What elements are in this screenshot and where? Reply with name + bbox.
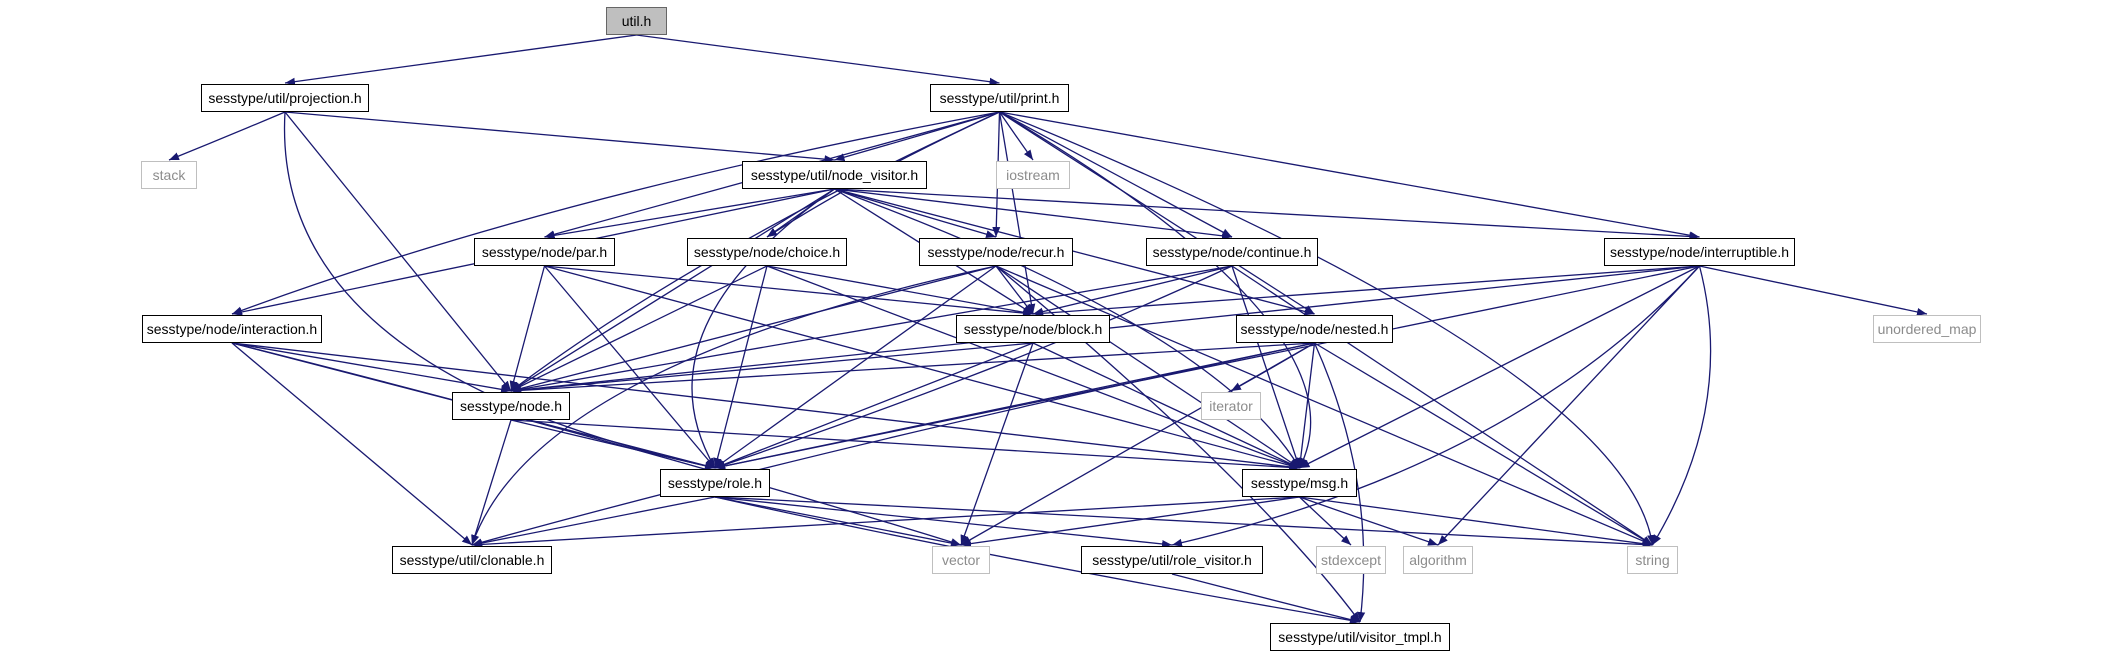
- edge-interruptible-to-unordered-map: [1699, 265, 1928, 316]
- edge-nested-to-string: [1314, 342, 1653, 546]
- node-iostream: iostream: [996, 161, 1070, 189]
- edge-node-to-msg: [510, 419, 1300, 472]
- edge-projection-to-node: [284, 111, 512, 392]
- edge-interaction-to-clonable: [231, 342, 473, 546]
- edge-block-to-role: [714, 342, 1034, 469]
- node-projection-h[interactable]: sesstype/util/projection.h: [201, 84, 369, 112]
- edge-nested-to-node: [510, 342, 1315, 395]
- edge-node-visitor-to-recur: [834, 188, 997, 239]
- edge-print-to-msg: [999, 111, 1312, 469]
- edge-continue-to-msg: [1231, 265, 1301, 469]
- node-recur-h[interactable]: sesstype/node/recur.h: [919, 238, 1073, 266]
- edge-msg-to-stdexcept: [1299, 496, 1352, 546]
- edge-recur-to-msg: [995, 265, 1300, 469]
- edge-role-to-string: [714, 496, 1653, 549]
- edge-print-to-interaction: [231, 111, 1000, 315]
- edge-msg-to-string: [1299, 496, 1653, 548]
- node-stdexcept: stdexcept: [1316, 546, 1386, 574]
- edge-print-to-continue: [999, 111, 1233, 238]
- edge-projection-to-role: [283, 111, 716, 470]
- edge-print-to-interruptible: [999, 111, 1700, 240]
- edge-choice-to-msg: [766, 265, 1300, 469]
- edge-block-to-vector: [960, 342, 1034, 546]
- edge-recur-to-role: [714, 265, 997, 469]
- edge-msg-to-clonable: [471, 496, 1300, 549]
- edge-recur-to-node: [510, 265, 997, 393]
- edge-print-to-string: [999, 111, 1655, 546]
- edge-par-to-role: [544, 265, 716, 469]
- node-continue-h[interactable]: sesstype/node/continue.h: [1146, 238, 1318, 266]
- edge-block-to-node: [510, 342, 1034, 395]
- edge-msg-to-algorithm: [1299, 496, 1439, 546]
- node-block-h[interactable]: sesstype/node/block.h: [956, 315, 1110, 343]
- node-msg-h[interactable]: sesstype/msg.h: [1242, 469, 1357, 497]
- edge-interruptible-to-block: [1032, 265, 1700, 318]
- edge-role-to-vector: [714, 496, 962, 548]
- edge-nested-to-clonable: [471, 342, 1315, 547]
- edge-interruptible-to-msg: [1299, 265, 1700, 469]
- edge-print-to-block: [998, 111, 1036, 315]
- edge-nested-to-vector: [960, 342, 1315, 546]
- edge-continue-to-block: [1032, 265, 1233, 316]
- edge-role-to-visitor-tmpl: [714, 496, 1361, 625]
- edge-nested-to-visitor-tmpl: [1313, 342, 1366, 623]
- node-util-h[interactable]: util.h: [606, 7, 667, 35]
- edge-interaction-to-msg: [231, 342, 1300, 471]
- edge-util-to-projection: [284, 34, 637, 86]
- edge-interruptible-to-role-visitor: [1171, 265, 1700, 547]
- edge-node-visitor-to-nested: [834, 188, 1315, 316]
- edge-role-to-clonable: [471, 496, 716, 548]
- node-node-h[interactable]: sesstype/node.h: [452, 392, 570, 420]
- node-role-h[interactable]: sesstype/role.h: [660, 469, 770, 497]
- edge-interaction-to-vector: [231, 342, 962, 546]
- edge-node-visitor-to-continue: [834, 188, 1233, 240]
- node-vector: vector: [932, 546, 990, 574]
- edge-node-to-clonable: [471, 419, 512, 546]
- node-stack: stack: [141, 161, 197, 189]
- node-interaction-h[interactable]: sesstype/node/interaction.h: [142, 315, 322, 343]
- edge-block-to-msg: [1032, 342, 1300, 469]
- edge-node-visitor-to-interruptible: [834, 188, 1700, 241]
- edge-projection-to-stack: [168, 111, 286, 161]
- edge-interruptible-to-string: [1651, 265, 1712, 546]
- node-print-h[interactable]: sesstype/util/print.h: [930, 84, 1069, 112]
- edge-role-to-role-visitor: [714, 496, 1173, 548]
- node-clonable-h[interactable]: sesstype/util/clonable.h: [392, 546, 552, 574]
- node-algorithm: algorithm: [1403, 546, 1473, 574]
- edge-recur-to-block: [995, 265, 1034, 315]
- node-string: string: [1627, 546, 1678, 574]
- edge-nested-to-msg: [1296, 342, 1316, 469]
- edge-continue-to-string: [1231, 265, 1653, 546]
- edge-node-to-role: [510, 419, 716, 470]
- node-nested-h[interactable]: sesstype/node/nested.h: [1236, 315, 1393, 343]
- edge-interruptible-to-algorithm: [1437, 265, 1700, 546]
- node-role-visitor-h[interactable]: sesstype/util/role_visitor.h: [1081, 546, 1263, 574]
- node-iterator: iterator: [1201, 392, 1261, 420]
- node-unordered-map: unordered_map: [1873, 315, 1981, 343]
- edge-print-to-nested: [999, 111, 1315, 315]
- edge-msg-to-vector: [960, 496, 1300, 548]
- edge-continue-to-node: [510, 265, 1233, 394]
- edge-util-to-print: [636, 34, 1000, 86]
- node-interruptible-h[interactable]: sesstype/node/interruptible.h: [1604, 238, 1795, 266]
- edge-recur-to-string: [995, 265, 1653, 546]
- node-node-visitor-h[interactable]: sesstype/util/node_visitor.h: [742, 161, 927, 189]
- edge-print-to-iostream: [998, 111, 1034, 161]
- edge-recur-to-clonable: [471, 265, 997, 546]
- edge-interaction-to-node: [231, 342, 512, 394]
- edge-continue-to-role: [714, 265, 1233, 469]
- edge-par-to-block: [544, 265, 1034, 318]
- edge-node-visitor-to-node: [510, 188, 835, 392]
- node-visitor-tmpl-h[interactable]: sesstype/util/visitor_tmpl.h: [1270, 623, 1450, 651]
- node-choice-h[interactable]: sesstype/node/choice.h: [687, 238, 847, 266]
- edge-projection-to-node-visitor: [284, 111, 835, 164]
- edge-role-visitor-to-visitor-tmpl: [1171, 573, 1361, 624]
- edge-node-visitor-to-par: [544, 188, 835, 240]
- edge-choice-to-node: [510, 265, 768, 392]
- node-par-h[interactable]: sesstype/node/par.h: [474, 238, 615, 266]
- edge-par-to-node: [509, 265, 546, 392]
